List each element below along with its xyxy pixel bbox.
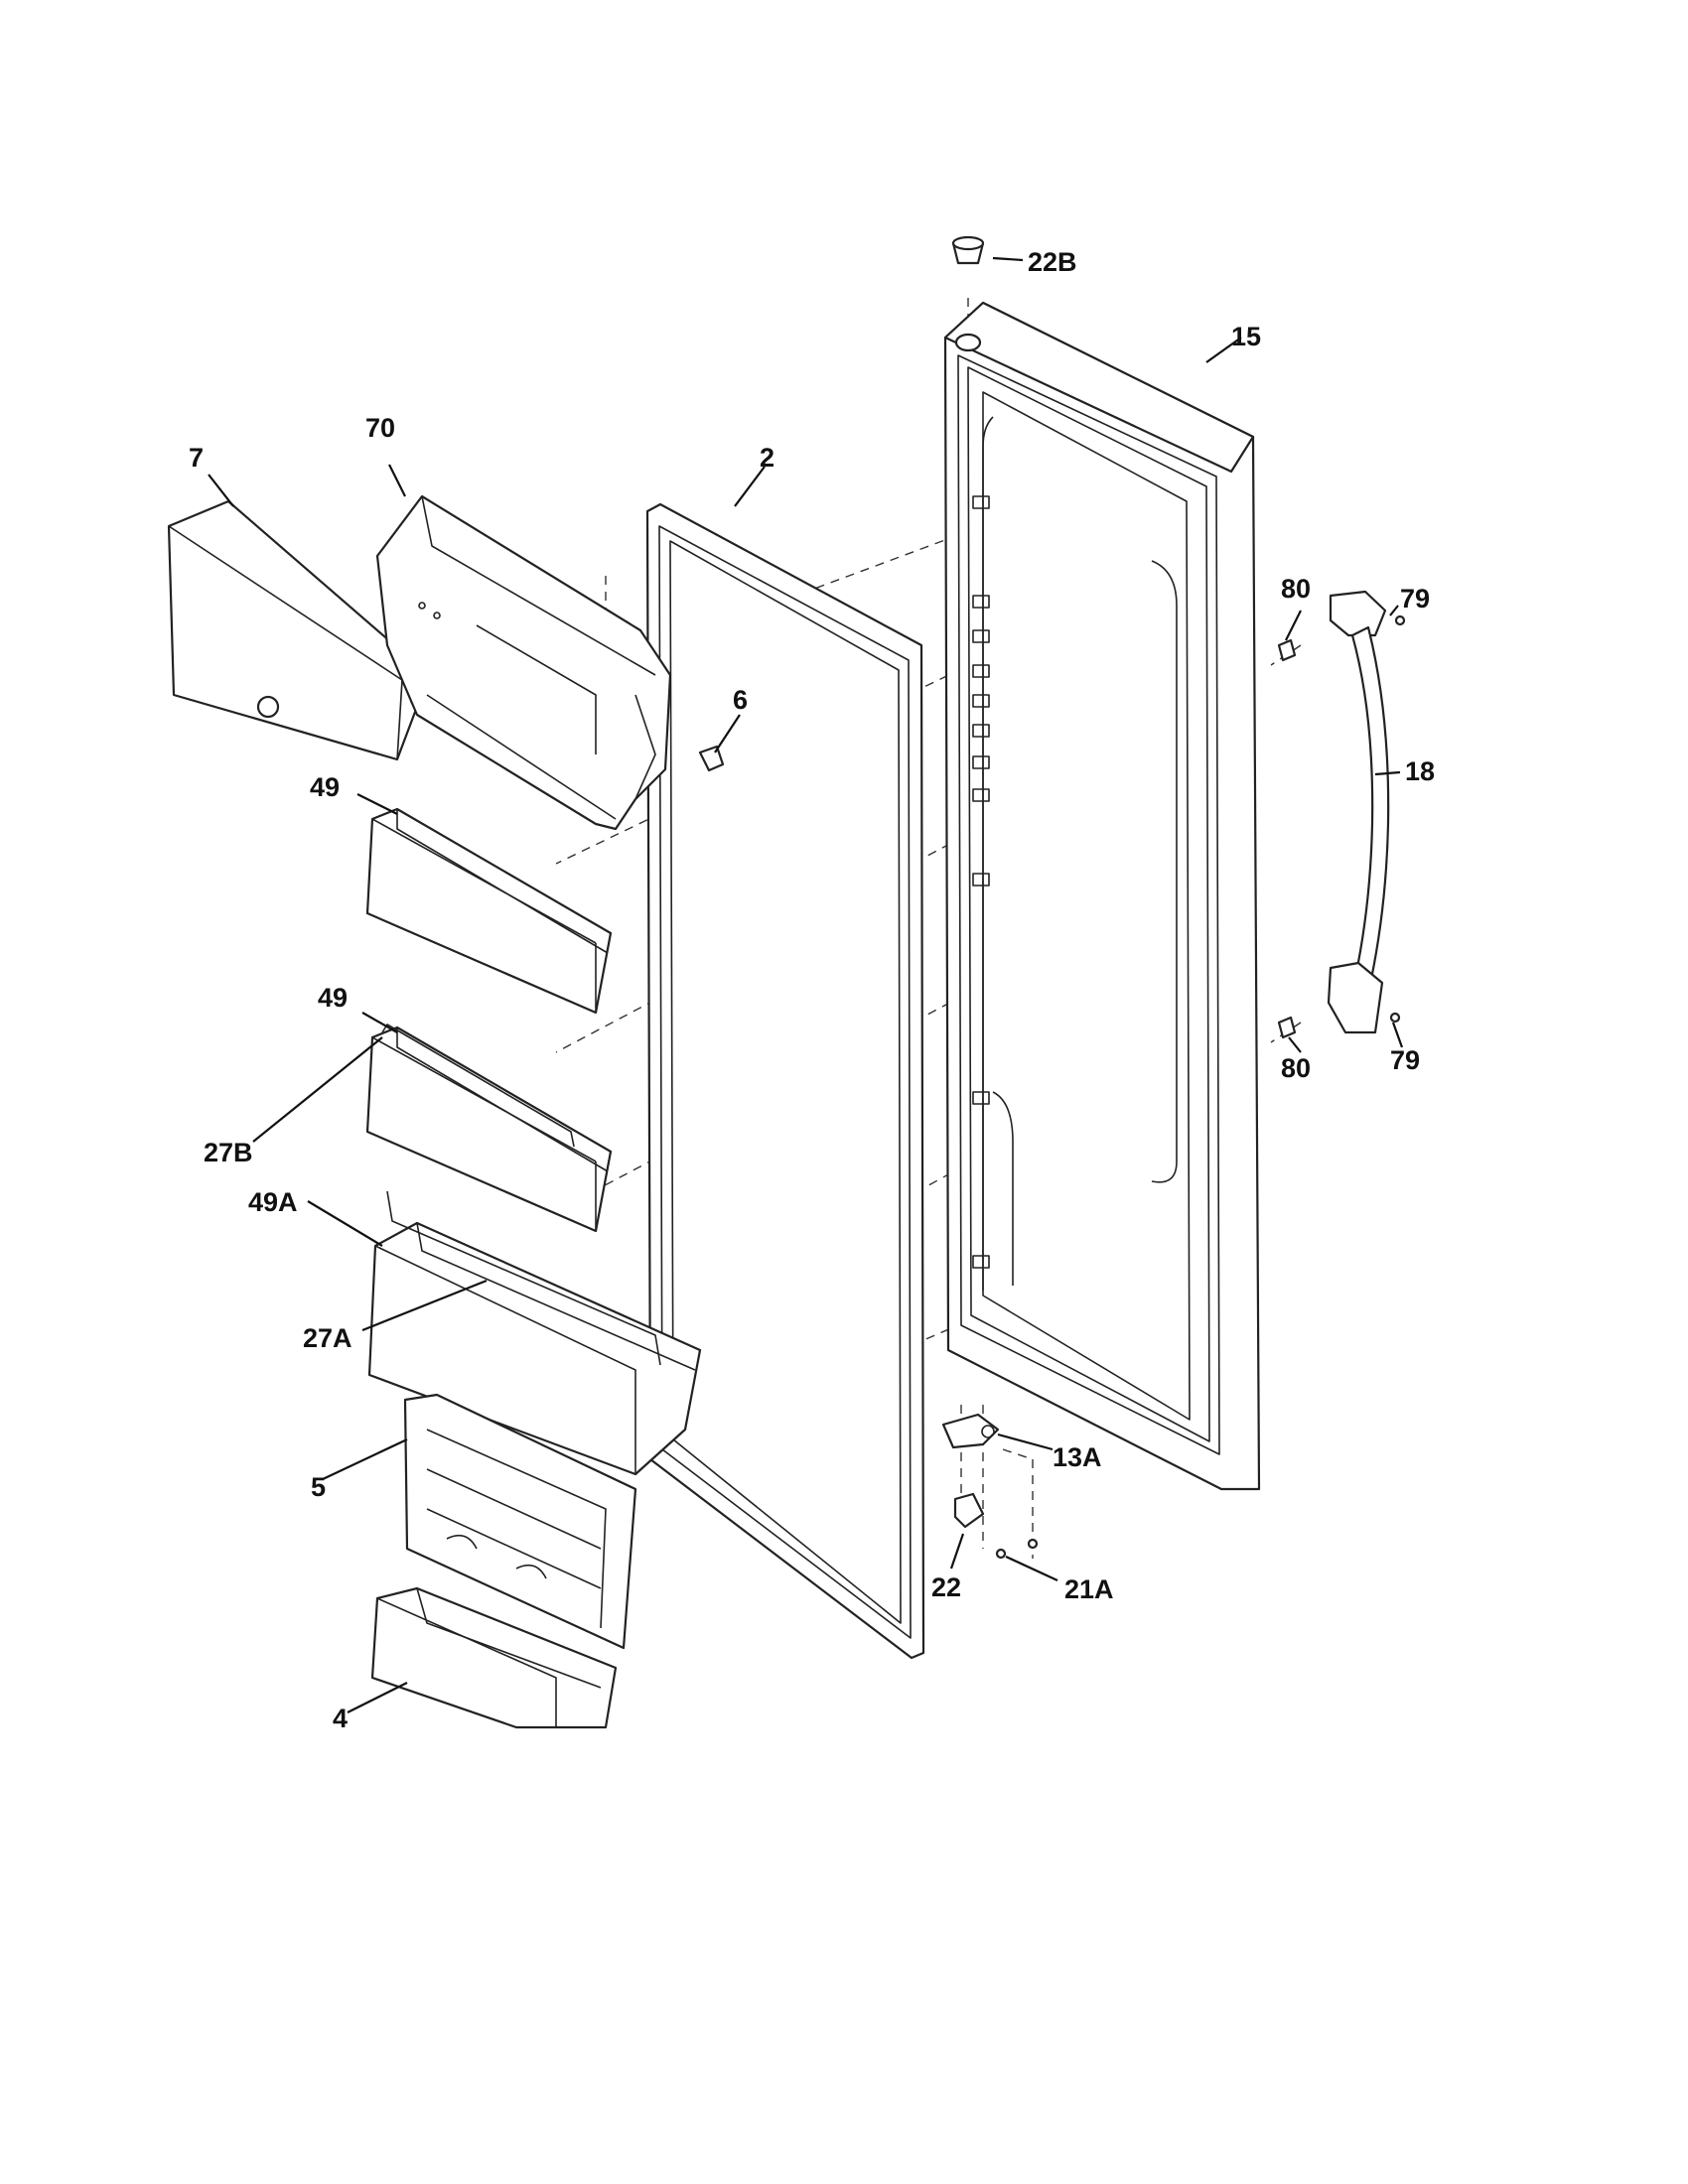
door-bin-middle	[365, 1024, 613, 1233]
callout-21A: 21A	[1064, 1574, 1114, 1604]
bottom-screws	[995, 1538, 1039, 1560]
leader-lines	[208, 256, 1404, 1713]
callout-6: 6	[733, 685, 748, 715]
door-shelf-studs	[972, 495, 990, 1269]
callout-70: 70	[365, 413, 395, 443]
door-outer-panel	[943, 301, 1261, 1491]
callout-79-top: 79	[1400, 584, 1430, 614]
callout-80-top: 80	[1281, 574, 1311, 604]
callout-13A: 13A	[1053, 1442, 1102, 1472]
callout-7: 7	[189, 443, 204, 473]
callout-18: 18	[1405, 756, 1435, 786]
door-bin-bottom	[370, 1586, 618, 1729]
callout-27B: 27B	[204, 1138, 253, 1167]
callout-80-bottom: 80	[1281, 1053, 1311, 1083]
callout-22: 22	[931, 1572, 961, 1602]
callout-79-bottom: 79	[1390, 1045, 1420, 1075]
door-handle	[1327, 590, 1390, 1034]
callout-27A: 27A	[303, 1323, 352, 1353]
callout-15: 15	[1231, 322, 1261, 351]
callout-49A: 49A	[248, 1187, 298, 1217]
door-bin-large	[367, 1190, 702, 1476]
hinge-bushing-bottom	[953, 1492, 985, 1529]
callout-labels: 22B 15 70 7 2 80 79 6 18 49 49 80 79 27B…	[189, 247, 1435, 1733]
callout-2: 2	[760, 443, 774, 473]
callout-4: 4	[333, 1704, 348, 1733]
callout-5: 5	[311, 1472, 326, 1502]
handle-screws	[1277, 614, 1406, 1039]
callout-22B: 22B	[1028, 247, 1077, 277]
door-gasket	[645, 502, 925, 1660]
dispenser-housing	[375, 494, 672, 831]
bottom-hinge-plate	[941, 1413, 1000, 1449]
bin-frame	[403, 1393, 637, 1650]
callout-49-mid: 49	[318, 983, 348, 1013]
door-bin-top	[365, 807, 613, 1015]
hinge-bushing-top	[951, 235, 985, 265]
callout-49-top: 49	[310, 772, 340, 802]
clip-part	[698, 745, 725, 772]
